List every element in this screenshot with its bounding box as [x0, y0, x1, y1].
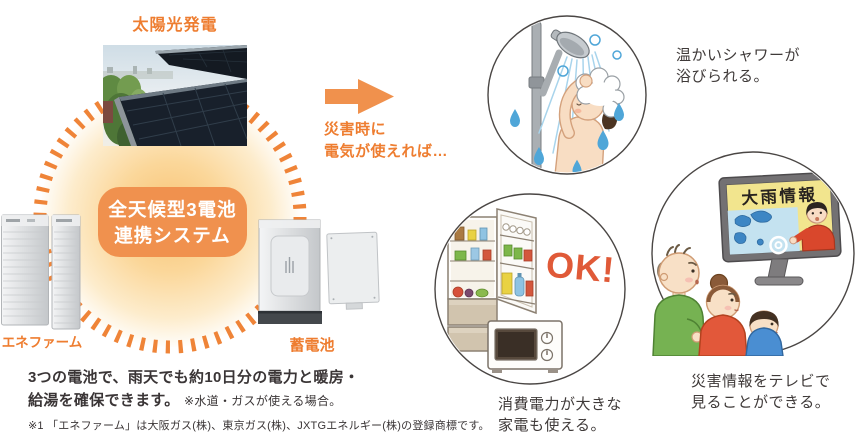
family-tv-illustration: 大雨情報 [651, 151, 855, 356]
system-badge-line2: 連携システム [114, 225, 231, 246]
appliance-caption: 消費電力が大きな 家電も使える。 [498, 394, 622, 435]
tv-screen-headline: 大雨情報 [741, 184, 818, 208]
footer-summary-line2: 給湯を確保できます。 [28, 392, 180, 409]
battery-label: 蓄電池 [289, 337, 335, 354]
ok-label: OK! [544, 244, 616, 291]
footer-trademark-note: ※1 「エネファーム」は大阪ガス(株)、東京ガス(株)、JXTGエネルギー(株)… [28, 420, 490, 432]
tv-caption-line2: 見ることができる。 [691, 394, 831, 411]
right-arrow-icon [325, 79, 394, 114]
footer-summary-note: ※水道・ガスが使える場合。 [183, 394, 342, 408]
system-badge: 全天候型3電池 連携システム [98, 187, 247, 257]
family-group [652, 244, 784, 356]
shower-caption-line2: 浴びられる。 [676, 68, 770, 85]
tv-caption: 災害情報をテレビで 見ることができる。 [691, 371, 831, 413]
dashed-ring [33, 80, 307, 354]
footer-summary: 3つの電池で、雨天でも約10日分の電力と暖房・ 給湯を確保できます。 ※水道・ガ… [28, 366, 359, 413]
transition-caption: 災害時に 電気が使えれば… [324, 119, 448, 162]
transition-caption-line1: 災害時に [324, 121, 387, 138]
system-badge-line1: 全天候型3電池 [108, 199, 237, 220]
appliance-caption-line1: 消費電力が大きな [498, 396, 623, 413]
solar-power-label: 太陽光発電 [132, 17, 218, 34]
enefarm-device-illustration [1, 214, 81, 330]
shower-illustration [487, 15, 647, 175]
footer-summary-line2-wrap: 給湯を確保できます。 ※水道・ガスが使える場合。 [28, 389, 359, 413]
enefarm-label: エネファーム [1, 335, 83, 350]
shower-caption-line1: 温かいシャワーが [676, 47, 801, 64]
tv-caption-line1: 災害情報をテレビで [691, 373, 831, 390]
appliance-caption-line2: 家電も使える。 [498, 417, 607, 434]
battery-device-illustration [258, 219, 380, 324]
footer-summary-line1: 3つの電池で、雨天でも約10日分の電力と暖房・ [28, 369, 360, 386]
shower-caption: 温かいシャワーが 浴びられる。 [676, 45, 800, 87]
solar-panel-photo [103, 45, 247, 146]
fridge-microwave-illustration: OK! [434, 193, 626, 385]
transition-caption-line2: 電気が使えれば… [324, 142, 449, 160]
